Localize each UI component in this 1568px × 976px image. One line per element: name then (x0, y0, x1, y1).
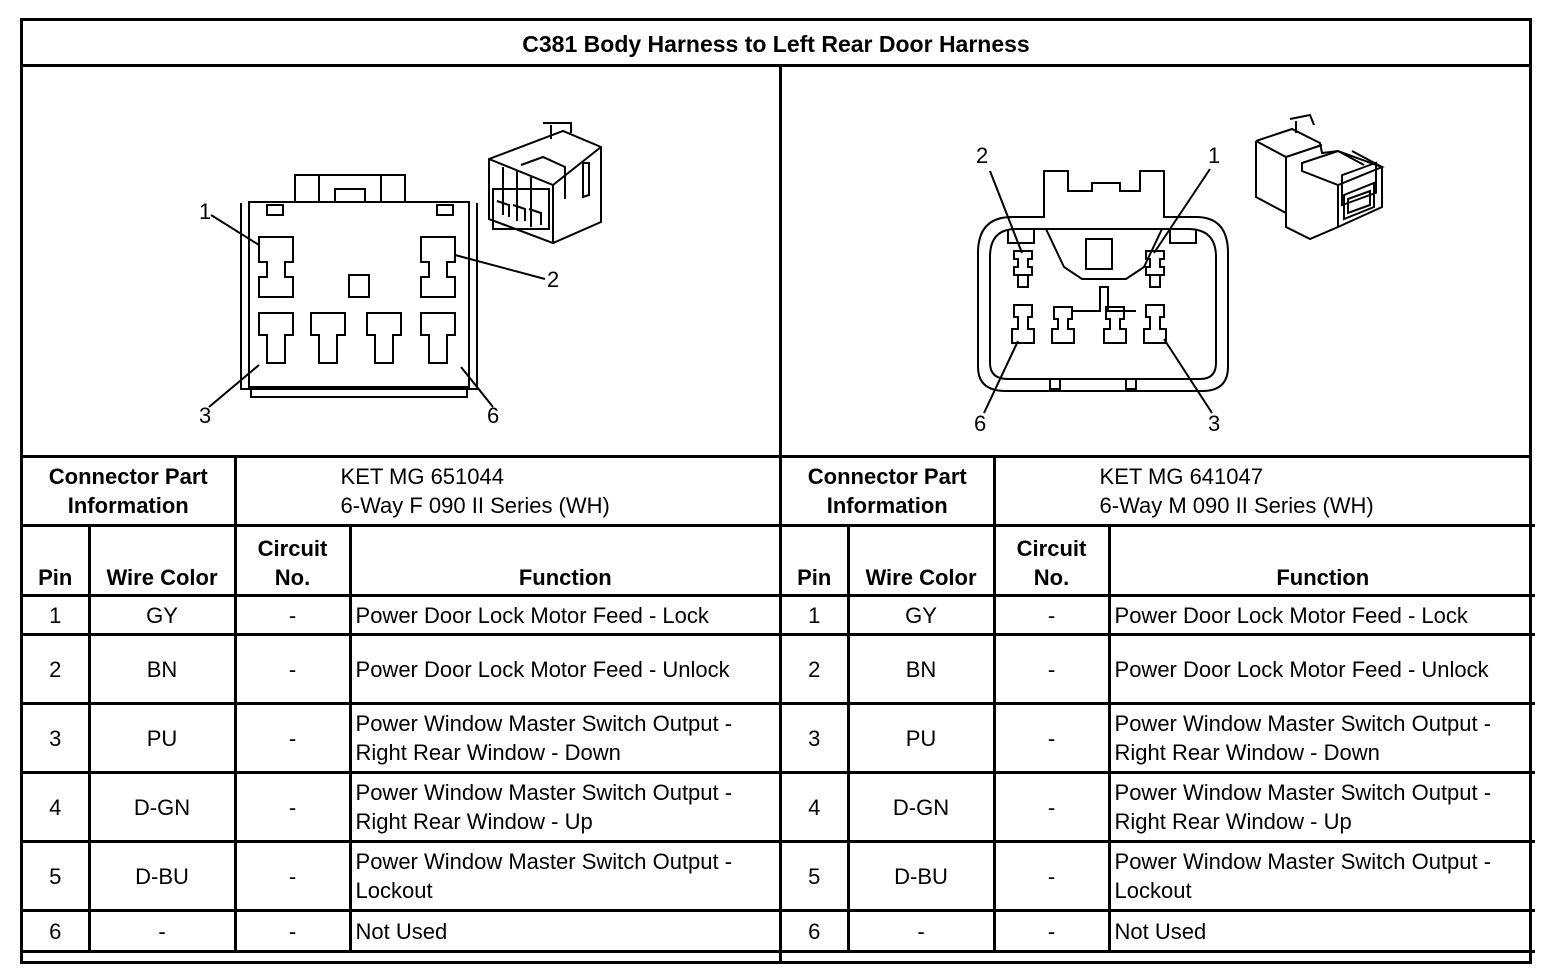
left-pin-label-1: 1 (199, 199, 211, 224)
col-header-wire-color: Wire Color (87, 524, 237, 597)
right-pin-label-2: 2 (976, 143, 988, 168)
left-pin-label-2: 2 (547, 267, 559, 292)
col-header-pin: Pin (782, 524, 850, 597)
female-connector-face-drawing: 1 2 3 6 (199, 122, 602, 428)
right-pin-label-3: 3 (1208, 411, 1220, 436)
right-connector-figure: 2 1 6 3 (782, 67, 1532, 458)
col-header-wire-color: Wire Color (846, 524, 996, 597)
right-pin-label-1: 1 (1208, 143, 1220, 168)
table-row: 6--Not Used (782, 909, 1536, 953)
right-pin-label-6: 6 (974, 411, 986, 436)
page-title: C381 Body Harness to Left Rear Door Harn… (23, 21, 1529, 67)
left-pin-label-3: 3 (199, 403, 211, 428)
col-header-function: Function (348, 524, 780, 597)
connector-sheet: C381 Body Harness to Left Rear Door Harn… (20, 18, 1536, 964)
left-pin-label-6: 6 (487, 403, 499, 428)
left-connector-figure: 1 2 3 6 (23, 67, 779, 458)
male-connector-face-drawing: 2 1 6 3 (974, 113, 1385, 436)
col-header-pin: Pin (23, 524, 91, 597)
col-header-function: Function (1107, 524, 1536, 597)
table-row: 6--Not Used (23, 909, 780, 953)
